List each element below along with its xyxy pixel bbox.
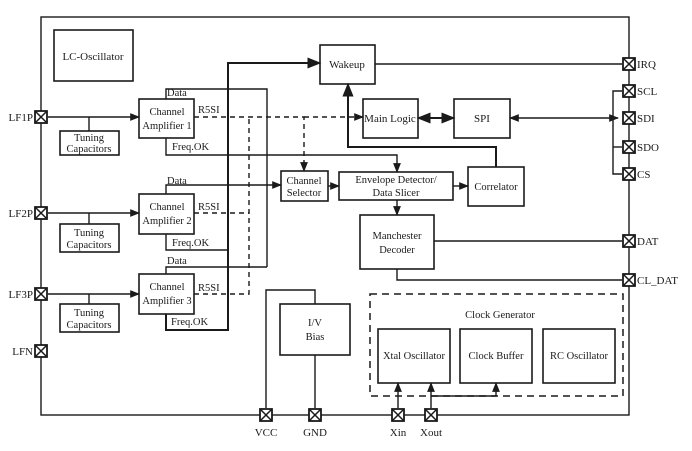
pin-scl: SCL [622, 84, 657, 98]
pin-xin: Xin [390, 408, 407, 439]
pin-sdi: SDI [622, 111, 655, 125]
lc-oscillator-label: LC-Oscillator [62, 51, 123, 63]
channel-amplifier-1-label-line2: Amplifier 1 [142, 121, 191, 132]
channel-amplifier-3-block: Channel Amplifier 3 [138, 273, 195, 315]
channel-amplifier-3-label-line2: Amplifier 3 [142, 296, 191, 307]
data-label-1: Data [167, 88, 187, 99]
channel-amplifier-1-label-line1: Channel [150, 107, 185, 118]
channel-amplifier-2-label-line2: Amplifier 2 [142, 216, 191, 227]
tuning-capacitors-2-block: Tuning Capacitors [59, 223, 120, 253]
pin-label: LFN [12, 346, 33, 358]
manchester-decoder-line1: Manchester [373, 231, 422, 242]
envelope-detector-line1: Envelope Detector/ [355, 175, 436, 186]
pin-label: DAT [637, 236, 659, 248]
tuning-capacitors-3-line1: Tuning [74, 308, 105, 319]
pin-gnd: GND [303, 408, 327, 439]
tuning-capacitors-3-block: Tuning Capacitors [59, 303, 120, 333]
rssi-label-2: R5SI [198, 202, 220, 213]
tuning-capacitors-1-block: Tuning Capacitors [59, 130, 120, 156]
pin-label: CS [637, 169, 650, 181]
data-label-2: Data [167, 176, 187, 187]
pin-lfn: LFN [12, 344, 48, 358]
pin-cl-dat: CL_DAT [622, 273, 678, 287]
tuning-capacitors-1-line1: Tuning [74, 133, 105, 144]
channel-amplifier-2-label-line1: Channel [150, 202, 185, 213]
clock-generator-label: Clock Generator [465, 310, 535, 321]
pin-label: CL_DAT [637, 275, 678, 287]
data-label-3: Data [167, 256, 187, 267]
iv-bias-line2: Bias [306, 332, 325, 343]
manchester-decoder-line2: Decoder [379, 245, 415, 256]
main-logic-block: Main Logic [362, 98, 419, 139]
freq-ok-label-2: Freq.OK [172, 238, 209, 249]
channel-selector-block: Channel Selector [280, 170, 329, 202]
clock-generator-group: Clock Generator Xtal Oscillator Clock Bu… [369, 293, 624, 397]
clock-buffer-block: Clock Buffer [459, 328, 533, 384]
pin-lf1p: LF1P [9, 110, 48, 124]
tuning-capacitors-2-line2: Capacitors [67, 240, 112, 251]
freq-ok-label-1: Freq.OK [172, 142, 209, 153]
rssi-label-1: R5SI [198, 105, 220, 116]
pin-label: Xin [390, 427, 407, 439]
channel-amplifier-3-label-line1: Channel [150, 282, 185, 293]
pin-irq: IRQ [622, 57, 656, 71]
pin-lf2p: LF2P [9, 206, 48, 220]
pin-label: LF2P [9, 208, 33, 220]
pin-vcc: VCC [255, 408, 278, 439]
tuning-capacitors-3-line2: Capacitors [67, 320, 112, 331]
pin-cs: CS [622, 167, 650, 181]
iv-bias-block: I/V Bias [279, 303, 351, 356]
manchester-decoder-block: Manchester Decoder [359, 214, 435, 270]
wakeup-label: Wakeup [329, 59, 365, 71]
tuning-capacitors-1-line2: Capacitors [67, 144, 112, 155]
wires [48, 57, 622, 408]
wakeup-block: Wakeup [319, 44, 376, 85]
rssi-label-3: R5SI [198, 283, 220, 294]
envelope-detector-block: Envelope Detector/ Data Slicer [338, 171, 454, 201]
pin-label: Xout [420, 427, 442, 439]
pin-xout: Xout [420, 408, 442, 439]
channel-selector-line2: Selector [287, 188, 322, 199]
pin-label: VCC [255, 427, 278, 439]
channel-selector-line1: Channel [287, 176, 322, 187]
pins: LF1P LF2P LF3P LFN IRQ SCL SDI SDO CS DAT CL_DAT VC… [9, 57, 678, 439]
pin-lf3p: LF3P [9, 287, 48, 301]
correlator-block: Correlator [467, 166, 525, 207]
pin-label: IRQ [637, 59, 656, 71]
pin-label: SDO [637, 142, 659, 154]
pin-label: SCL [637, 86, 657, 98]
channel-amplifier-1-block: Channel Amplifier 1 [138, 98, 195, 139]
pin-label: LF1P [9, 112, 33, 124]
xtal-oscillator-label: Xtal Oscillator [383, 351, 446, 362]
pin-label: GND [303, 427, 327, 439]
pin-label: SDI [637, 113, 655, 125]
correlator-label: Correlator [474, 182, 518, 193]
clock-buffer-label: Clock Buffer [469, 351, 524, 362]
tuning-capacitors-2-line1: Tuning [74, 228, 105, 239]
spi-label: SPI [474, 113, 490, 125]
envelope-detector-line2: Data Slicer [373, 188, 420, 199]
rc-oscillator-block: RC Oscillator [542, 328, 616, 384]
pin-label: LF3P [9, 289, 33, 301]
xtal-oscillator-block: Xtal Oscillator [377, 328, 451, 384]
main-logic-label: Main Logic [364, 113, 416, 125]
rc-oscillator-label: RC Oscillator [550, 351, 609, 362]
pin-dat: DAT [622, 234, 659, 248]
freq-ok-label-3: Freq.OK [171, 317, 208, 328]
spi-block: SPI [453, 98, 511, 139]
lc-oscillator-block: LC-Oscillator [53, 29, 134, 82]
channel-amplifier-2-block: Channel Amplifier 2 [138, 193, 195, 235]
iv-bias-line1: I/V [308, 318, 322, 329]
pin-sdo: SDO [622, 140, 659, 154]
